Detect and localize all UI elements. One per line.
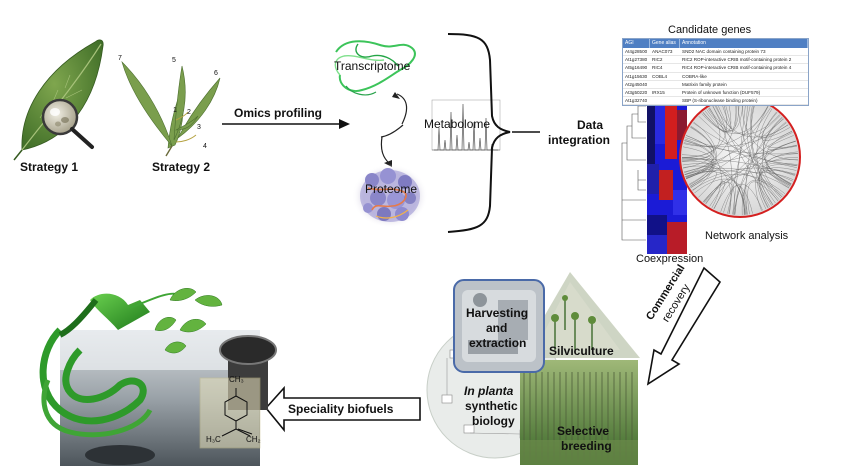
table-cell: RIC2 ROP-interactive CRIB motif-containi… — [682, 57, 792, 63]
omics-profiling-label: Omics profiling — [234, 106, 323, 120]
table-cell: IRX15 — [652, 89, 665, 95]
data-integration-label-line2: integration — [548, 133, 610, 147]
molecule-h3c-label: H₃C — [206, 435, 221, 444]
network-analysis-label: Network analysis — [705, 230, 789, 242]
table-cell: COBRA-like — [682, 73, 707, 79]
strategy2-label: Strategy 2 — [152, 160, 211, 174]
omics-profiling-arrow — [222, 119, 350, 129]
biofuels-arrow — [264, 385, 421, 433]
table-row: At1g32740 SBP (S-ribonuclease binding pro… — [623, 97, 808, 105]
strategy1-label: Strategy 1 — [20, 160, 79, 174]
table-row: At1g15630 COBL4 COBRA-like — [623, 73, 808, 81]
table-cell: At3g50220 — [625, 89, 648, 95]
column-header-annotation[interactable]: Annotation — [680, 39, 808, 48]
table-row: At1g27380 RIC2 RIC2 ROP-interactive CRIB m… — [623, 56, 808, 65]
table-cell: At1g15630 — [625, 73, 648, 79]
leaf-number-6: 6 — [214, 70, 218, 77]
leaf-number-1: 1 — [173, 107, 177, 114]
table-cell: SBP (S-ribonuclease binding protein) — [682, 98, 758, 104]
table-cell: RIC4 ROP-interactive CRIB motif-containi… — [682, 65, 792, 71]
column-header-agi[interactable]: AGI — [623, 39, 650, 48]
table-row: At2g45040 Matrixin family protein — [623, 81, 808, 89]
table-cell: Matrixin family protein — [682, 81, 727, 87]
metabolome-label: Metabolome — [424, 117, 491, 131]
table-cell — [650, 97, 680, 104]
biofuel-pump-illustration — [39, 288, 277, 466]
molecule-ch3-label: CH₃ — [229, 375, 244, 384]
leaf-number-3: 3 — [197, 124, 201, 131]
table-row: At4g28500 ANAC073 SND2 NAC domain containi… — [623, 48, 808, 57]
table-cell: SND2 NAC domain containing protein 73 — [682, 49, 766, 54]
table-cell: RIC2 — [652, 57, 663, 63]
data-integration-label-line1: Data — [576, 118, 603, 132]
harvesting-label-line2: and — [486, 321, 508, 335]
transcriptome-label: Transcriptome — [334, 59, 411, 73]
in-planta-label-line3: biology — [472, 414, 515, 428]
strategy2-branch-illustration — [121, 60, 221, 157]
integration-brace — [447, 33, 540, 233]
transcriptome-structure — [334, 40, 416, 96]
commercial-recovery-arrow — [646, 266, 722, 386]
table-cell: At2g45040 — [625, 81, 648, 87]
table-header: AGI Gene alias Annotation — [623, 39, 808, 48]
coexpression-heatmap — [647, 104, 687, 254]
strategy1-leaf-illustration — [13, 39, 104, 161]
leaf-number-2: 2 — [187, 109, 191, 116]
table-row: At3g50220 IRX15 Protein of unknown functio… — [623, 89, 808, 98]
speciality-biofuels-label: Speciality biofuels — [288, 402, 394, 416]
metabolome-chromatogram — [431, 99, 501, 151]
harvesting-photo — [453, 279, 545, 373]
in-planta-label-line2: synthetic — [465, 399, 518, 413]
coexpression-label: Coexpression — [636, 253, 704, 265]
table-cell: At5g16490 — [625, 65, 648, 71]
selective-breeding-label-line1: Selective — [557, 424, 610, 438]
candidate-genes-title: Candidate genes — [668, 24, 752, 36]
leaf-number-5: 5 — [172, 57, 176, 64]
table-cell: Protein of unknown function (DUF579) — [682, 89, 761, 95]
proteome-label: Proteome — [365, 182, 418, 196]
harvesting-label-line1: Harvesting — [466, 306, 529, 320]
silviculture-triangle — [520, 272, 640, 358]
coexpression-dendrogram — [621, 105, 646, 241]
silviculture-label: Silviculture — [549, 344, 614, 358]
selective-breeding-label-line2: breeding — [561, 439, 612, 453]
molecule-ch2-label: CH₂ — [246, 435, 261, 444]
proteome-structure — [352, 164, 428, 228]
table-cell: COBL4 — [652, 73, 668, 79]
column-header-gene-alias[interactable]: Gene alias — [650, 39, 680, 48]
table-cell: At4g28500 — [625, 49, 648, 54]
harvesting-label-line3: extraction — [469, 336, 527, 350]
table-cell — [650, 81, 680, 88]
network-analysis-graph — [679, 96, 801, 218]
leaf-number-4: 4 — [203, 143, 207, 150]
table-cell: RIC4 — [652, 65, 663, 71]
table-cell: At1g27380 — [625, 57, 648, 63]
omics-connector-arrows — [380, 92, 408, 167]
table-cell: At1g32740 — [625, 98, 648, 104]
leaf-number-7: 7 — [118, 55, 122, 62]
selective-breeding-forest — [520, 360, 638, 465]
table-row: At5g16490 RIC4 RIC4 ROP-interactive CRIB m… — [623, 64, 808, 73]
candidate-genes-table: AGI Gene alias Annotation At4g28500 ANAC0… — [622, 38, 809, 106]
in-planta-label-line1: In planta — [464, 384, 514, 398]
table-cell: ANAC073 — [652, 49, 673, 54]
